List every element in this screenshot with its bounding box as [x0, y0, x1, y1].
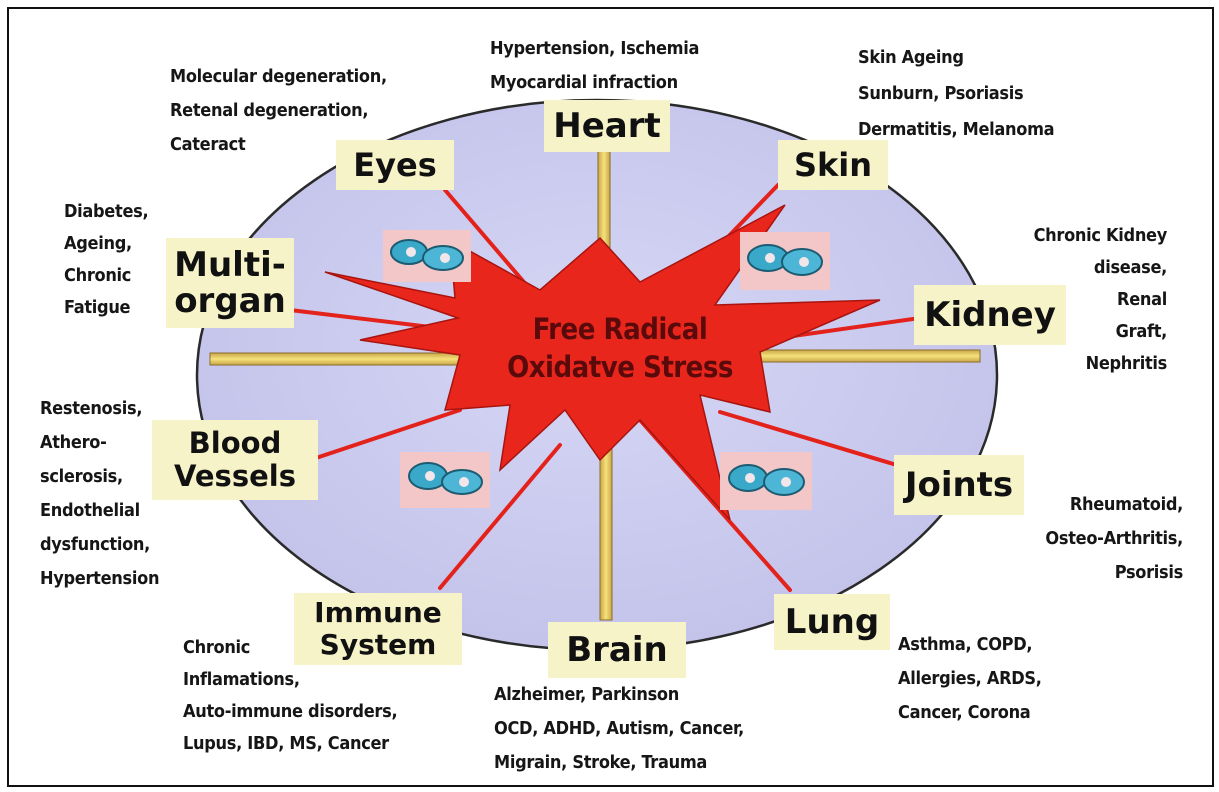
note-blood-vessels: Restenosis, Athero- sclerosis, Endotheli…: [40, 392, 159, 596]
cell-image-top-right: [740, 232, 830, 290]
organ-label-joints: Joints: [894, 455, 1024, 515]
note-brain: Alzheimer, Parkinson OCD, ADHD, Autism, …: [494, 678, 744, 780]
spoke-bottom: [600, 440, 612, 620]
organ-label-lung: Lung: [774, 594, 890, 650]
note-multi-organ: Diabetes, Ageing, Chronic Fatigue: [64, 196, 148, 324]
spoke-left: [210, 353, 460, 365]
center-label-line1: Free Radical: [455, 310, 785, 348]
cell-image-top-left: [383, 230, 471, 282]
organ-label-brain: Brain: [548, 622, 686, 678]
note-kidney: Chronic Kidney disease, Renal Graft, Nep…: [1034, 220, 1167, 380]
organ-label-multi-organ: Multi- organ: [166, 238, 294, 328]
organ-label-blood-vessels: Blood Vessels: [152, 420, 318, 500]
note-immune-system: Chronic Inflamations, Auto-immune disord…: [183, 632, 397, 760]
note-eyes: Molecular degeneration, Retenal degenera…: [170, 60, 387, 162]
center-label: Free Radical Oxidatve Stress: [455, 310, 785, 386]
organ-label-heart: Heart: [544, 100, 670, 152]
cell-image-bottom-left: [400, 452, 490, 508]
note-joints: Rheumatoid, Osteo-Arthritis, Psorisis: [1045, 488, 1183, 590]
note-lung: Asthma, COPD, Allergies, ARDS, Cancer, C…: [898, 628, 1042, 730]
note-skin: Skin Ageing Sunburn, Psoriasis Dermatiti…: [858, 40, 1054, 148]
note-heart: Hypertension, Ischemia Myocardial infrac…: [490, 32, 699, 100]
center-label-line2: Oxidatve Stress: [455, 348, 785, 386]
cell-image-bottom-right: [720, 452, 812, 510]
